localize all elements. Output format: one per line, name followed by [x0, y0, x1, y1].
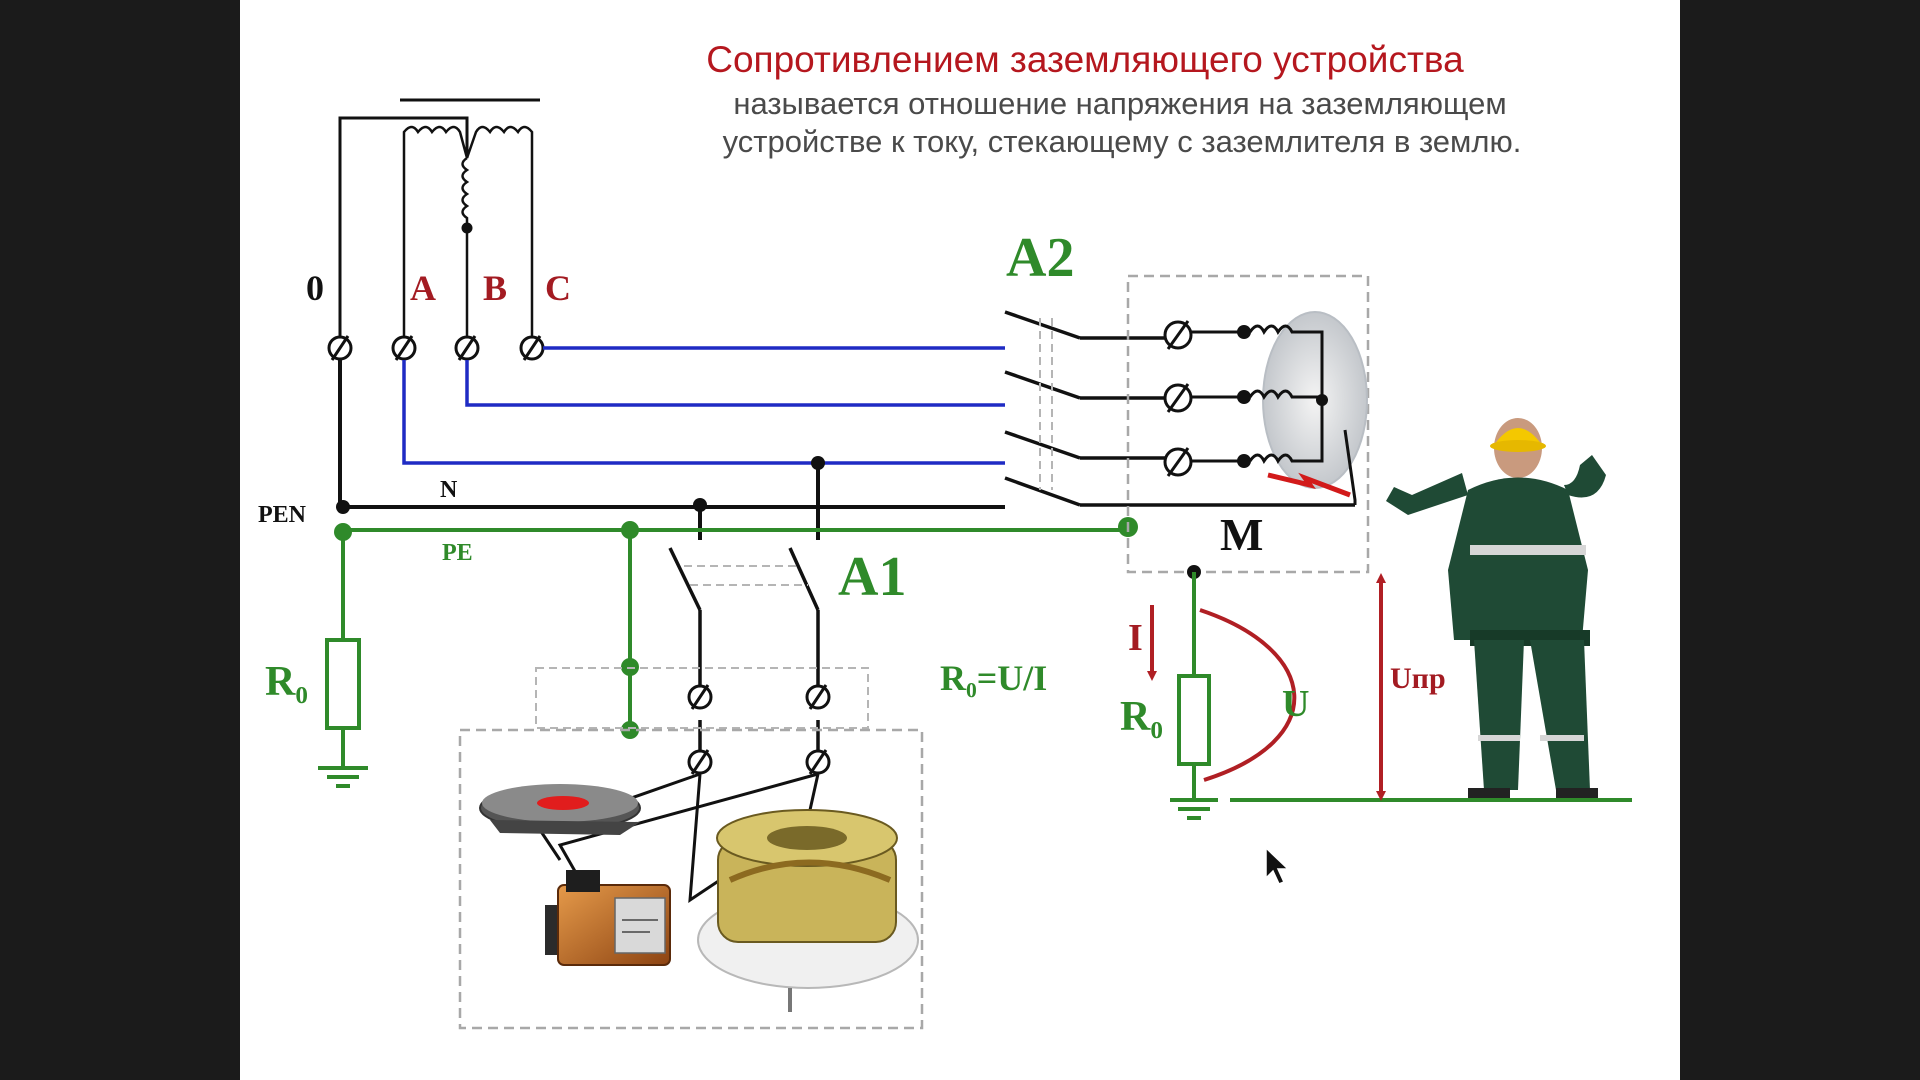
junction-dot	[811, 456, 825, 470]
label-a2: A2	[1006, 227, 1074, 289]
motor-winding-dots	[1237, 325, 1328, 468]
resistor-r0-right	[1177, 674, 1211, 766]
label-phase-a: A	[410, 268, 436, 308]
formula: R₀=U/I	[940, 658, 1047, 698]
label-motor: M	[1220, 509, 1263, 560]
mouse-pointer-icon	[1265, 846, 1290, 885]
label-r0-left: R₀	[265, 659, 308, 705]
hotplate-appliance	[479, 784, 641, 835]
title-line-1: Сопротивлением заземляющего устройства	[706, 39, 1464, 80]
slide-background	[240, 0, 1680, 1080]
label-current: I	[1128, 617, 1143, 659]
label-phase-b: B	[483, 268, 507, 308]
label-phase-c: C	[545, 268, 571, 308]
motor-appliance	[697, 809, 919, 1012]
title-line-3: устройстве к току, стекающему с заземлит…	[723, 124, 1522, 159]
label-r0-right: R₀	[1120, 694, 1163, 740]
motor-windings	[1191, 324, 1357, 505]
breaker-a2	[1004, 310, 1355, 507]
pe-junction-dot	[334, 523, 352, 541]
small-transformer-appliance	[545, 870, 671, 966]
label-a1: A1	[838, 546, 906, 608]
transformer	[338, 98, 540, 345]
resistor-r0-left	[325, 638, 361, 730]
motor-frame	[1126, 274, 1370, 574]
title-line-2: называется отношение напряжения на зазем…	[733, 86, 1506, 121]
label-zero: 0	[306, 268, 324, 308]
source-terminals	[327, 335, 545, 361]
worker-figure	[1386, 418, 1606, 798]
a2-terminals	[1163, 320, 1193, 477]
label-n: N	[440, 477, 458, 503]
pe-conductor	[318, 528, 1128, 788]
phase-wires	[402, 346, 1005, 465]
title-block: Сопротивлением заземляющего устройства н…	[706, 39, 1521, 159]
junction-dot	[336, 500, 350, 514]
label-pe: PE	[442, 540, 473, 566]
label-voltage: U	[1282, 683, 1309, 725]
fault-spark-icon	[1267, 472, 1351, 498]
right-ground-branch	[1170, 572, 1632, 820]
a2-dashed-links	[1039, 318, 1053, 490]
a1-dashed-links	[535, 565, 869, 729]
pe-junction-dot	[621, 521, 639, 539]
voltage-distribution-curve	[1199, 608, 1297, 782]
appliance-frame	[458, 728, 924, 1030]
a1-terminals	[687, 684, 831, 775]
junction-dot	[693, 498, 707, 512]
label-pen: PEN	[258, 502, 307, 528]
label-touch-voltage: Uпр	[1390, 662, 1446, 695]
